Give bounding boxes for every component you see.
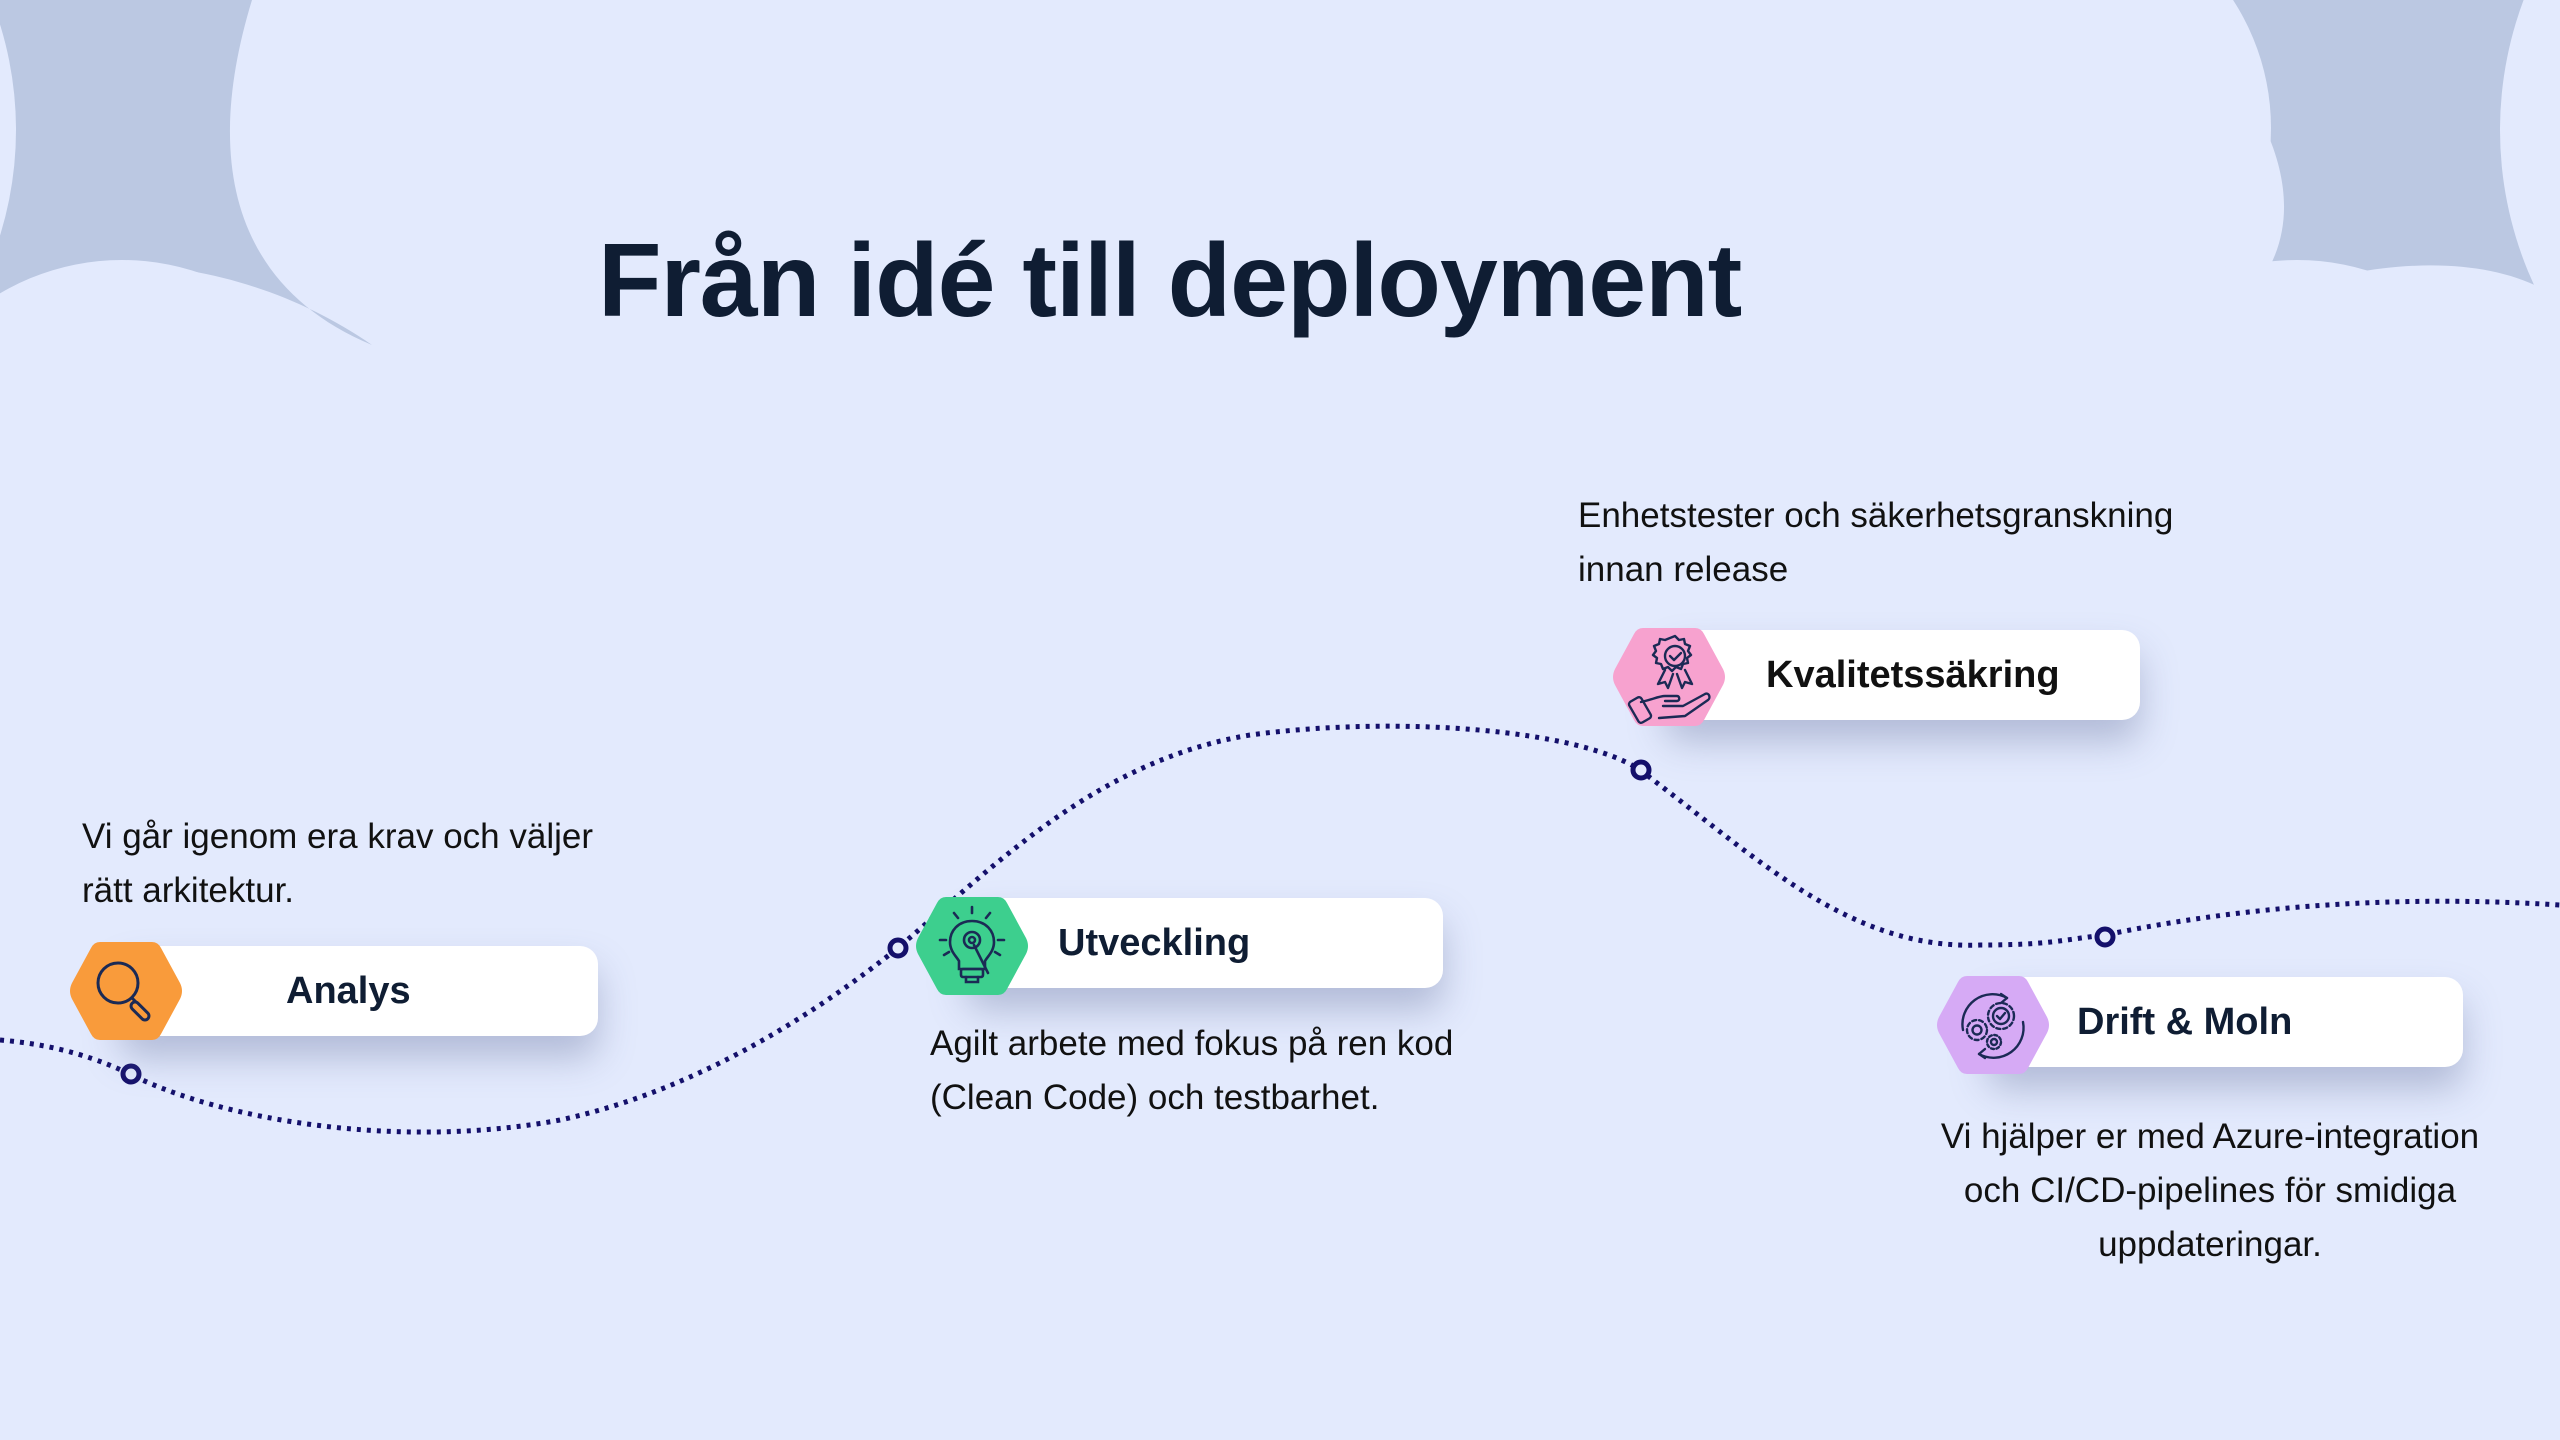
step-kvalitet-description: Enhetstester och säkerhetsgranskning inn… [1578,496,2174,589]
path-markers [120,759,2116,1085]
step-card-utveckling[interactable]: Utveckling [966,898,1443,988]
step-card-drift[interactable]: Drift & Moln [1987,977,2463,1067]
bg-shape-top-left [0,0,372,345]
magnifier-icon [70,938,182,1044]
lightbulb-gear-icon [916,893,1028,999]
step-label-kvalitet: Kvalitetssäkring [1766,654,2060,696]
step-card-kvalitet[interactable]: Kvalitetssäkring [1665,630,2140,720]
gears-cycle-icon [1937,972,2049,1078]
path-marker-kvalitet [1630,759,1652,781]
step-drift-description: Vi hjälper er med Azure-integration och … [1940,1117,2480,1264]
step-label-analys: Analys [286,970,411,1012]
bg-shape-top-right [2170,0,2560,345]
step-utveckling-description: Agilt arbete med fokus på ren kod (Clean… [930,1024,1454,1117]
path-marker-drift [2094,926,2116,948]
step-label-drift: Drift & Moln [2077,1001,2293,1043]
step-analys-description: Vi går igenom era krav och väljer rätt a… [82,817,593,910]
path-marker-utveckling [887,937,909,959]
journey-path [0,723,2560,1135]
step-label-utveckling: Utveckling [1058,922,1251,964]
award-hand-icon [1613,624,1725,730]
page-title: Från idé till deployment [598,223,1742,339]
step-card-analys[interactable]: Analys [120,946,598,1036]
path-marker-analys [120,1063,142,1085]
